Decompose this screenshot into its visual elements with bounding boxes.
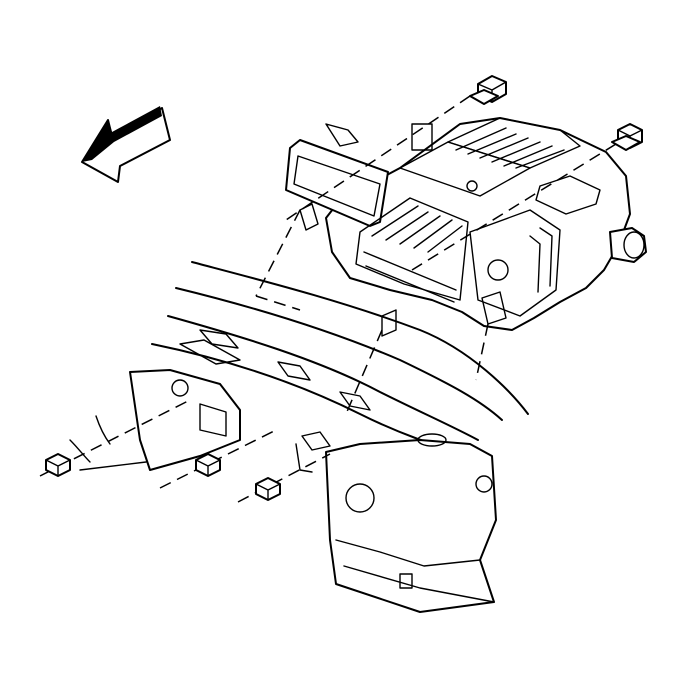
bolt-icon [611,123,643,151]
hvac-module [285,117,647,337]
nut-icon [195,453,221,477]
bolt-icon [469,75,507,105]
nut-icon [45,453,71,477]
direction-arrow-icon [81,106,171,183]
dash-panel [69,261,529,613]
nut-icon [255,477,281,501]
